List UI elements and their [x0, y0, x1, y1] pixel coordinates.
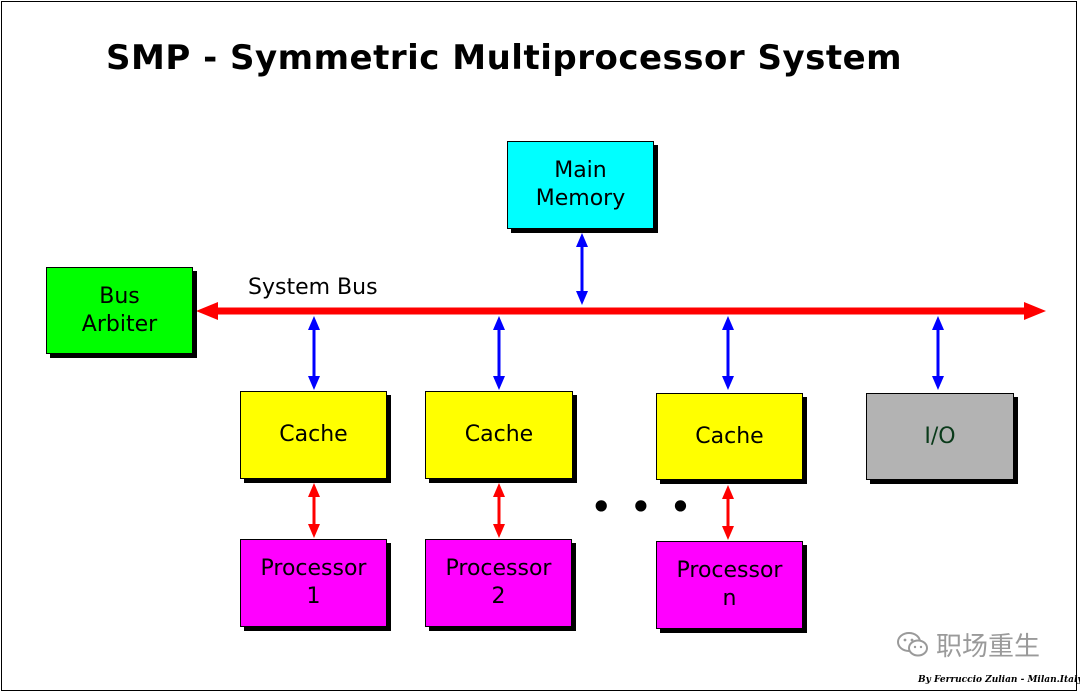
wechat-icon	[897, 631, 928, 656]
watermark: 职场重生	[896, 626, 1040, 663]
credit-text: By Ferruccio Zulian - Milan.Italy	[918, 675, 1080, 685]
bus-arbiter-box: Bus Arbiter	[46, 267, 193, 354]
cache-n-label: Cache	[695, 423, 764, 449]
processor-n-box: Processor n	[656, 541, 803, 629]
cache-2-box: Cache	[425, 391, 573, 479]
watermark-text: 职场重生	[936, 632, 1041, 662]
io-label: I/O	[924, 423, 956, 449]
ellipsis: • • •	[591, 488, 695, 526]
main-memory-box: Main Memory	[507, 141, 654, 229]
processor-1-label: Processor 1	[260, 556, 367, 609]
system-bus-arrow	[196, 302, 1046, 320]
io-box: I/O	[866, 393, 1014, 480]
processor-2-box: Processor 2	[425, 539, 572, 627]
bus-arbiter-label: Bus Arbiter	[81, 283, 158, 337]
cache-2-label: Cache	[464, 422, 534, 447]
processor-2-label: Processor 2	[445, 556, 552, 609]
cache-1-box: Cache	[240, 391, 387, 479]
cache-processor-arrows	[308, 483, 734, 540]
cache-n-box: Cache	[656, 393, 803, 480]
diagram-title: SMP - Symmetric Multiprocessor System	[106, 38, 903, 78]
cache-1-label: Cache	[279, 422, 348, 447]
system-bus-label: System Bus	[248, 275, 378, 300]
bus-connection-arrows	[308, 233, 944, 390]
processor-1-box: Processor 1	[240, 539, 387, 627]
processor-n-label: Processor n	[676, 558, 783, 611]
main-memory-label: Main Memory	[535, 158, 626, 211]
